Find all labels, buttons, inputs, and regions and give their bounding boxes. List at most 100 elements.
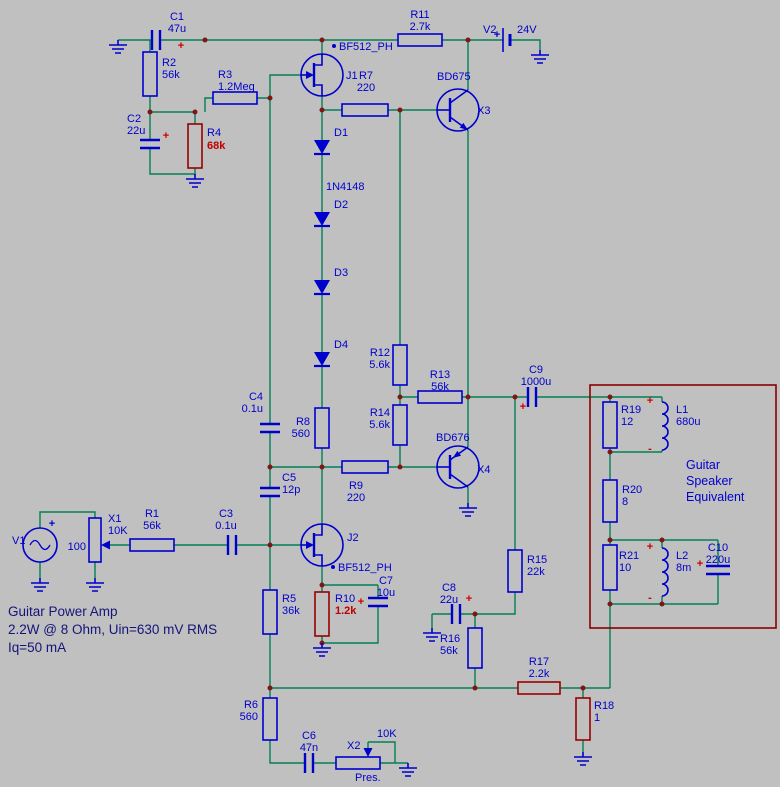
resistor-R14-symbol[interactable]: [392, 404, 408, 446]
capacitor-C6-symbol[interactable]: [303, 753, 315, 773]
resistor-R17-symbol[interactable]: [517, 681, 561, 695]
label-c10-value: 220u: [706, 554, 730, 566]
label-c1-value: 47u: [168, 23, 186, 35]
potentiometer-X2-symbol[interactable]: [335, 748, 381, 770]
resistor-R9-symbol[interactable]: [341, 460, 389, 474]
capacitor-C10-symbol[interactable]: [706, 564, 730, 576]
diode-D4-symbol[interactable]: [314, 352, 330, 368]
ground-icon: [85, 577, 105, 592]
resistor-R21-symbol[interactable]: [602, 544, 618, 591]
resistor-R10-symbol[interactable]: [314, 591, 330, 637]
label-r13-ref: R13: [430, 369, 450, 381]
label-c4-ref: C4: [249, 391, 263, 403]
ground-symbols: [30, 39, 593, 777]
capacitor-C2-symbol[interactable]: [140, 138, 160, 150]
v2-plus-mark: +: [494, 29, 500, 41]
label-c7-ref: C7: [379, 575, 393, 587]
capacitor-C4-symbol[interactable]: [260, 422, 280, 434]
schematic-title: Guitar Power Amp: [8, 604, 118, 619]
label-c10-ref: C10: [708, 542, 728, 554]
resistor-R12-symbol[interactable]: [392, 344, 408, 386]
label-v2-ref: V2: [483, 24, 496, 36]
label-c9-value: 1000u: [521, 376, 552, 388]
label-v1-ref: V1: [12, 535, 25, 547]
capacitor-C5-symbol[interactable]: [260, 486, 280, 498]
c2-plus-mark: +: [163, 130, 169, 142]
resistor-R7-symbol[interactable]: [341, 103, 389, 117]
label-l1-ref: L1: [676, 404, 688, 416]
label-r19-ref: R19: [621, 404, 641, 416]
l2-plus-mark: +: [647, 541, 653, 553]
speaker-equivalent-box[interactable]: [589, 384, 777, 629]
resistor-R5-symbol[interactable]: [262, 589, 278, 635]
label-r16-value: 56k: [440, 645, 458, 657]
label-r9-ref: R9: [349, 480, 363, 492]
label-r14-ref: R14: [370, 407, 390, 419]
resistor-R3-symbol[interactable]: [212, 91, 258, 105]
label-d1-type: 1N4148: [326, 181, 365, 193]
labels: C1 47u + R2 56k R3 1.2Meg R4 68k C2 22u …: [8, 9, 745, 784]
label-c9-ref: C9: [529, 364, 543, 376]
battery-V2-symbol[interactable]: [502, 28, 512, 52]
label-r20-ref: R20: [622, 484, 642, 496]
junction-dots: [147, 37, 665, 691]
label-r11-value: 2.7k: [410, 21, 431, 33]
ground-icon: [108, 39, 128, 54]
resistor-R6-symbol[interactable]: [262, 697, 278, 741]
label-r16-ref: R16: [440, 633, 460, 645]
label-r14-value: 5.6k: [369, 419, 390, 431]
label-x4-ref: X4: [477, 464, 490, 476]
jfet-J1-symbol[interactable]: [300, 53, 344, 97]
resistor-R11-symbol[interactable]: [397, 33, 443, 47]
source-V1-symbol[interactable]: [22, 527, 58, 563]
resistor-R16-symbol[interactable]: [467, 627, 483, 669]
ground-icon: [312, 642, 332, 657]
l1-minus-mark: -: [648, 443, 652, 455]
label-r17-ref: R17: [529, 656, 549, 668]
label-r1-value: 56k: [143, 520, 161, 532]
label-x2-value: 10K: [377, 728, 397, 740]
l1-plus-mark: +: [647, 395, 653, 407]
jfet-J2-symbol[interactable]: [300, 523, 344, 567]
capacitor-C1-symbol[interactable]: [150, 30, 162, 50]
resistor-R1-symbol[interactable]: [129, 538, 175, 552]
label-x1-setting: 100: [68, 541, 86, 553]
label-r17-value: 2.2k: [529, 668, 550, 680]
resistor-R19-symbol[interactable]: [602, 401, 618, 449]
label-j2-ref: J2: [347, 532, 359, 544]
inductor-L2-symbol[interactable]: [661, 547, 669, 597]
inductor-L1-symbol[interactable]: [661, 401, 669, 451]
resistor-R4-symbol[interactable]: [187, 123, 203, 169]
label-x3-ref: X3: [477, 105, 490, 117]
potentiometer-X1-symbol[interactable]: [88, 517, 110, 563]
resistor-R8-symbol[interactable]: [314, 407, 330, 449]
resistor-R13-symbol[interactable]: [417, 390, 463, 404]
capacitor-C9-symbol[interactable]: [526, 387, 538, 407]
label-r4-value: 68k: [207, 140, 226, 152]
label-c5-ref: C5: [282, 472, 296, 484]
label-r7-value: 220: [357, 82, 375, 94]
v1-plus-mark: +: [49, 518, 55, 530]
diode-D3-symbol[interactable]: [314, 280, 330, 296]
label-c8-value: 22u: [440, 594, 458, 606]
resistor-R20-symbol[interactable]: [602, 479, 618, 523]
label-x1-value: 10K: [108, 525, 128, 537]
transistor-X4-symbol[interactable]: [436, 445, 480, 489]
capacitor-C3-symbol[interactable]: [226, 535, 238, 555]
capacitor-C7-symbol[interactable]: [368, 596, 388, 608]
resistor-R18-symbol[interactable]: [575, 697, 591, 741]
resistor-R2-symbol[interactable]: [142, 51, 158, 97]
label-l1-value: 680u: [676, 416, 700, 428]
capacitor-C8-symbol[interactable]: [450, 604, 462, 624]
label-c4-value: 0.1u: [242, 403, 263, 415]
c10-plus-mark: +: [697, 558, 703, 570]
diode-D1-symbol[interactable]: [314, 140, 330, 156]
label-r20-value: 8: [622, 496, 628, 508]
diode-D2-symbol[interactable]: [314, 212, 330, 228]
speaker-note-line2: Speaker: [686, 474, 733, 488]
label-r7-ref: R7: [359, 70, 373, 82]
transistor-X3-symbol[interactable]: [436, 88, 480, 132]
label-j1-ref: J1: [346, 70, 358, 82]
label-r3-ref: R3: [218, 69, 232, 81]
resistor-R15-symbol[interactable]: [507, 549, 523, 593]
